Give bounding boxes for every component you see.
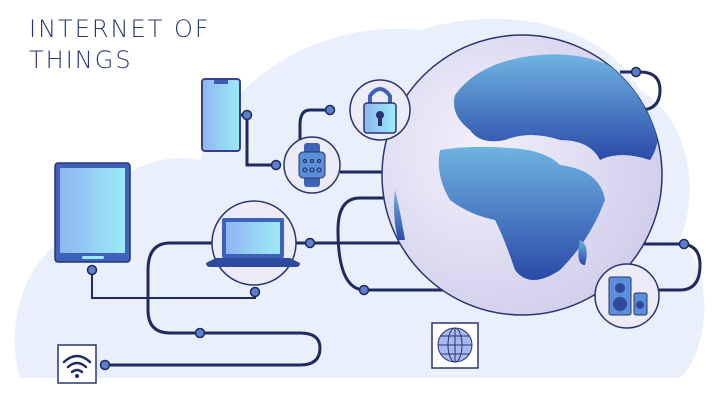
globe-icon xyxy=(431,322,479,369)
title-line-2: THINGS xyxy=(29,46,133,74)
earth-globe xyxy=(381,34,663,316)
padlock-icon xyxy=(349,79,411,141)
title-line-1: INTERNET OF xyxy=(29,15,211,43)
speaker-icon xyxy=(594,263,660,329)
smartphone-icon xyxy=(201,78,241,152)
tablet-icon xyxy=(54,162,131,263)
page-title: INTERNET OF THINGS xyxy=(29,14,211,76)
wifi-icon xyxy=(57,344,97,384)
smartwatch-icon xyxy=(283,136,341,194)
laptop-icon xyxy=(206,200,300,286)
